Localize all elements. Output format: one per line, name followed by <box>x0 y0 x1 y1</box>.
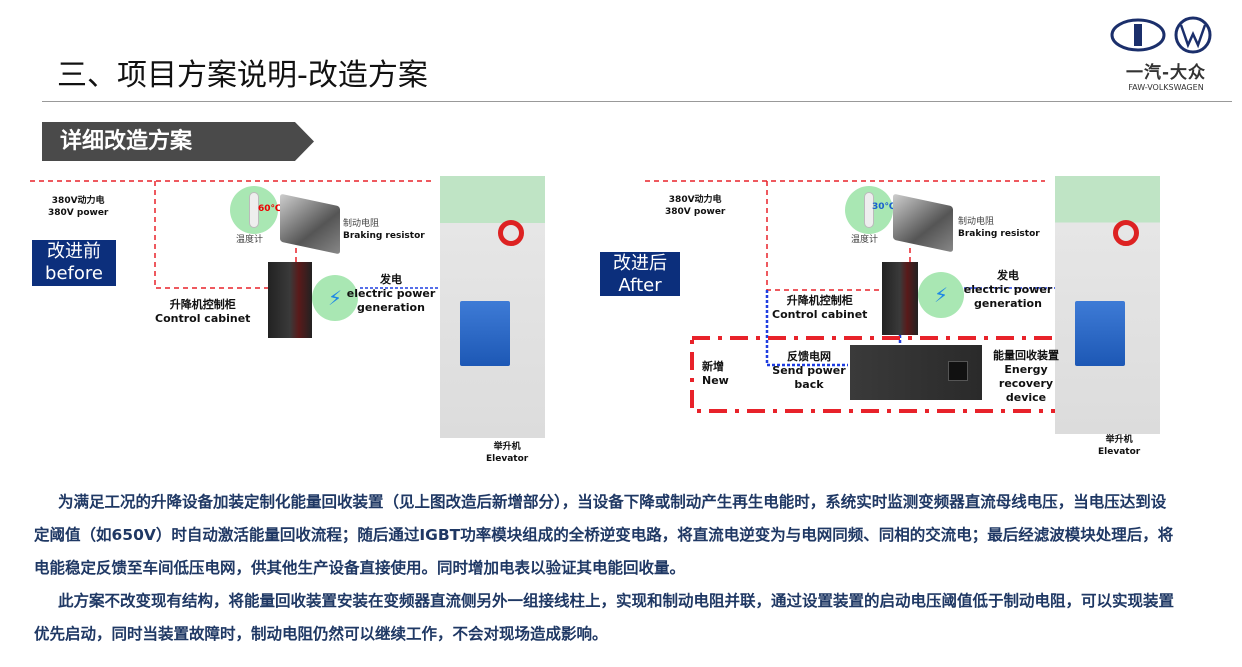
battery-icon: ⚡ <box>312 275 358 321</box>
resistor-en: Braking resistor <box>958 229 1040 239</box>
generation-label: 发电 electric power generation <box>345 273 437 315</box>
new-en: New <box>702 374 729 387</box>
battery-icon: ⚡ <box>918 272 964 318</box>
elevator-cn: 举升机 <box>493 442 521 452</box>
power-label: 380V动力电 380V power <box>665 194 725 218</box>
new-label: 新增 New <box>702 360 729 388</box>
traction-motor <box>1113 220 1139 246</box>
temp-reading: 60℃ <box>258 204 282 214</box>
feedback-en2: back <box>794 378 824 391</box>
feedback-label: 反馈电网 Send power back <box>768 350 850 392</box>
description-paragraph-1: 为满足工况的升降设备加装定制化能量回收装置（见上图改造后新增部分），当设备下降或… <box>34 493 1174 577</box>
section-banner: 详细改造方案 <box>42 122 314 161</box>
gen-en2: generation <box>974 297 1042 310</box>
cabinet-en: Control cabinet <box>772 308 868 321</box>
after-tag: 改进后 After <box>600 252 680 296</box>
elevator-image <box>1055 176 1160 434</box>
after-tag-en: After <box>618 275 662 296</box>
thermometer-label: 温度计 <box>236 235 264 245</box>
control-cabinet-image <box>268 262 312 338</box>
device-en2: recovery <box>998 377 1054 390</box>
gen-cn: 发电 <box>997 269 1019 282</box>
generation-label: 发电 electric power generation <box>962 269 1054 311</box>
power-cn: 380V动力电 <box>668 195 722 205</box>
before-tag-en: before <box>45 263 103 284</box>
thermometer-icon: 60℃ <box>230 186 282 234</box>
power-en: 380V power <box>48 208 109 218</box>
elevator-image <box>440 176 545 438</box>
elevator-en: Elevator <box>1098 447 1141 457</box>
before-tag-cn: 改进前 <box>47 241 101 262</box>
title-divider <box>42 101 1232 102</box>
elevator-label: 举升机 Elevator <box>1098 434 1140 458</box>
cabinet-label: 升降机控制柜 Control cabinet <box>772 294 867 322</box>
device-en1: Energy <box>1004 363 1048 376</box>
device-cn: 能量回收装置 <box>993 349 1059 362</box>
before-tag: 改进前 before <box>32 240 116 286</box>
feedback-en1: Send power <box>772 364 846 377</box>
power-label: 380V动力电 380V power <box>48 195 108 219</box>
power-cn: 380V动力电 <box>51 196 105 206</box>
cabinet-en: Control cabinet <box>155 312 251 325</box>
resistor-en: Braking resistor <box>343 231 425 241</box>
device-en3: device <box>1005 391 1047 404</box>
control-cabinet-image <box>882 262 918 335</box>
elevator-car <box>460 301 510 366</box>
resistor-label: 制动电阻 Braking resistor <box>958 216 1040 240</box>
gen-en1: electric power <box>346 287 436 300</box>
resistor-label: 制动电阻 Braking resistor <box>343 218 425 242</box>
device-label: 能量回收装置 Energy recovery device <box>982 349 1070 405</box>
thermometer-label: 温度计 <box>851 235 879 245</box>
power-en: 380V power <box>665 207 726 217</box>
gen-cn: 发电 <box>380 273 402 286</box>
elevator-en: Elevator <box>486 454 529 464</box>
thermometer-icon: 30℃ <box>845 186 896 234</box>
temp-reading: 30℃ <box>872 202 896 212</box>
elevator-label: 举升机 Elevator <box>486 441 528 465</box>
device-keypad <box>948 361 968 381</box>
logo-en: FAW-VOLKSWAGEN <box>1128 83 1204 92</box>
cabinet-label: 升降机控制柜 Control cabinet <box>155 298 250 326</box>
feedback-cn: 反馈电网 <box>787 350 831 363</box>
brand-emblems-icon <box>1110 16 1212 54</box>
logo-cn: 一汽-大众 <box>1125 63 1207 83</box>
elevator-cn: 举升机 <box>1105 435 1133 445</box>
new-cn: 新增 <box>702 360 724 373</box>
description-paragraph-2: 此方案不改变现有结构，将能量回收装置安装在变频器直流侧另外一组接线柱上，实现和制… <box>34 592 1175 643</box>
elevator-car <box>1075 301 1125 366</box>
gen-en1: electric power <box>963 283 1053 296</box>
traction-motor <box>498 220 524 246</box>
resistor-cn: 制动电阻 <box>343 219 380 229</box>
cabinet-cn: 升降机控制柜 <box>169 298 236 311</box>
faw-vw-logo: 一汽-大众 FAW-VOLKSWAGEN <box>1108 16 1224 92</box>
description-text: 为满足工况的升降设备加装定制化能量回收装置（见上图改造后新增部分），当设备下降或… <box>34 486 1174 651</box>
resistor-cn: 制动电阻 <box>958 217 995 227</box>
page-title: 三、项目方案说明-改造方案 <box>57 58 428 93</box>
gen-en2: generation <box>357 301 425 314</box>
energy-recovery-device-image <box>850 345 982 400</box>
after-tag-cn: 改进后 <box>613 253 667 274</box>
cabinet-cn: 升降机控制柜 <box>786 294 853 307</box>
